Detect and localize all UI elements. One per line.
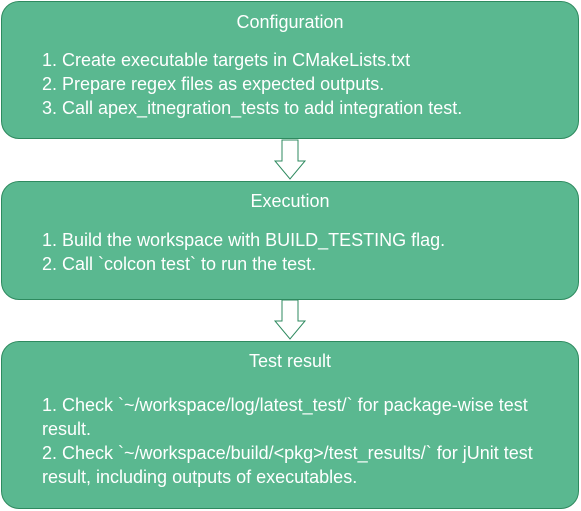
configuration-steps: 1. Create executable targets in CMakeLis… <box>42 48 538 120</box>
execution-steps: 1. Build the workspace with BUILD_TESTIN… <box>42 228 538 276</box>
configuration-step-1: 1. Create executable targets in CMakeLis… <box>42 50 411 70</box>
test-result-steps: 1. Check `~/workspace/log/latest_test/` … <box>42 393 538 489</box>
configuration-box: Configuration 1. Create executable targe… <box>1 1 579 139</box>
configuration-step-3: 3. Call apex_itnegration_tests to add in… <box>42 98 463 118</box>
test-result-step-2: 2. Check `~/workspace/build/<pkg>/test_r… <box>42 443 533 487</box>
execution-box: Execution 1. Build the workspace with BU… <box>1 181 579 300</box>
down-arrow-icon <box>273 139 307 180</box>
test-result-step-1: 1. Check `~/workspace/log/latest_test/` … <box>42 395 528 439</box>
execution-step-1: 1. Build the workspace with BUILD_TESTIN… <box>42 230 446 250</box>
configuration-title: Configuration <box>236 12 344 32</box>
down-arrow-icon <box>273 299 307 340</box>
test-result-box: Test result 1. Check `~/workspace/log/la… <box>1 341 579 509</box>
test-result-title: Test result <box>248 351 332 371</box>
execution-title: Execution <box>250 191 330 211</box>
execution-step-2: 2. Call `colcon test` to run the test. <box>42 254 317 274</box>
configuration-step-2: 2. Prepare regex files as expected outpu… <box>42 74 385 94</box>
